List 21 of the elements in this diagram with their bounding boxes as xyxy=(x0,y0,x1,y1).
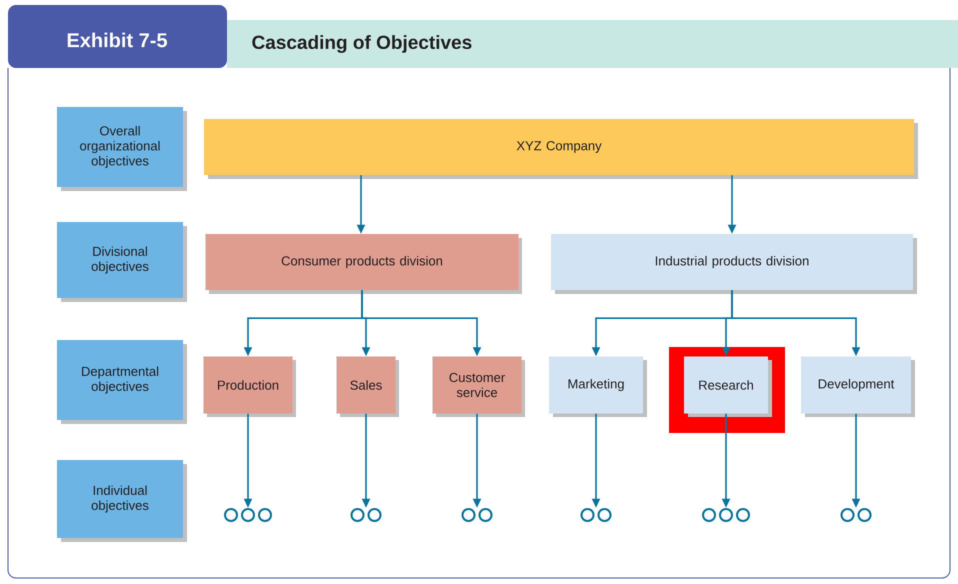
side-label-box: Individual objectives xyxy=(57,460,187,542)
title-band: Cascading of Objectives xyxy=(227,20,958,68)
circle-group xyxy=(840,508,872,522)
department-box: Research xyxy=(684,356,772,417)
department-box: Sales xyxy=(336,356,399,417)
circle-group xyxy=(350,508,382,522)
exhibit-tab: Exhibit 7-5 xyxy=(8,5,227,68)
circle-group xyxy=(702,508,750,522)
division-box: Consumer products division xyxy=(206,234,522,294)
side-label-box: Overall organizational objectives xyxy=(57,107,187,191)
circle-group xyxy=(224,508,272,522)
circle-group xyxy=(580,508,612,522)
side-label-box: Divisional objectives xyxy=(57,222,187,302)
department-box: Production xyxy=(204,356,296,417)
side-label-box: Departmental objectives xyxy=(57,340,187,424)
department-box: Customer service xyxy=(432,356,525,417)
department-box: Development xyxy=(801,356,915,417)
division-box: Industrial products division xyxy=(551,234,917,294)
department-box: Marketing xyxy=(549,356,647,417)
circle-group xyxy=(462,508,492,522)
company-box: XYZ Company xyxy=(204,119,918,179)
